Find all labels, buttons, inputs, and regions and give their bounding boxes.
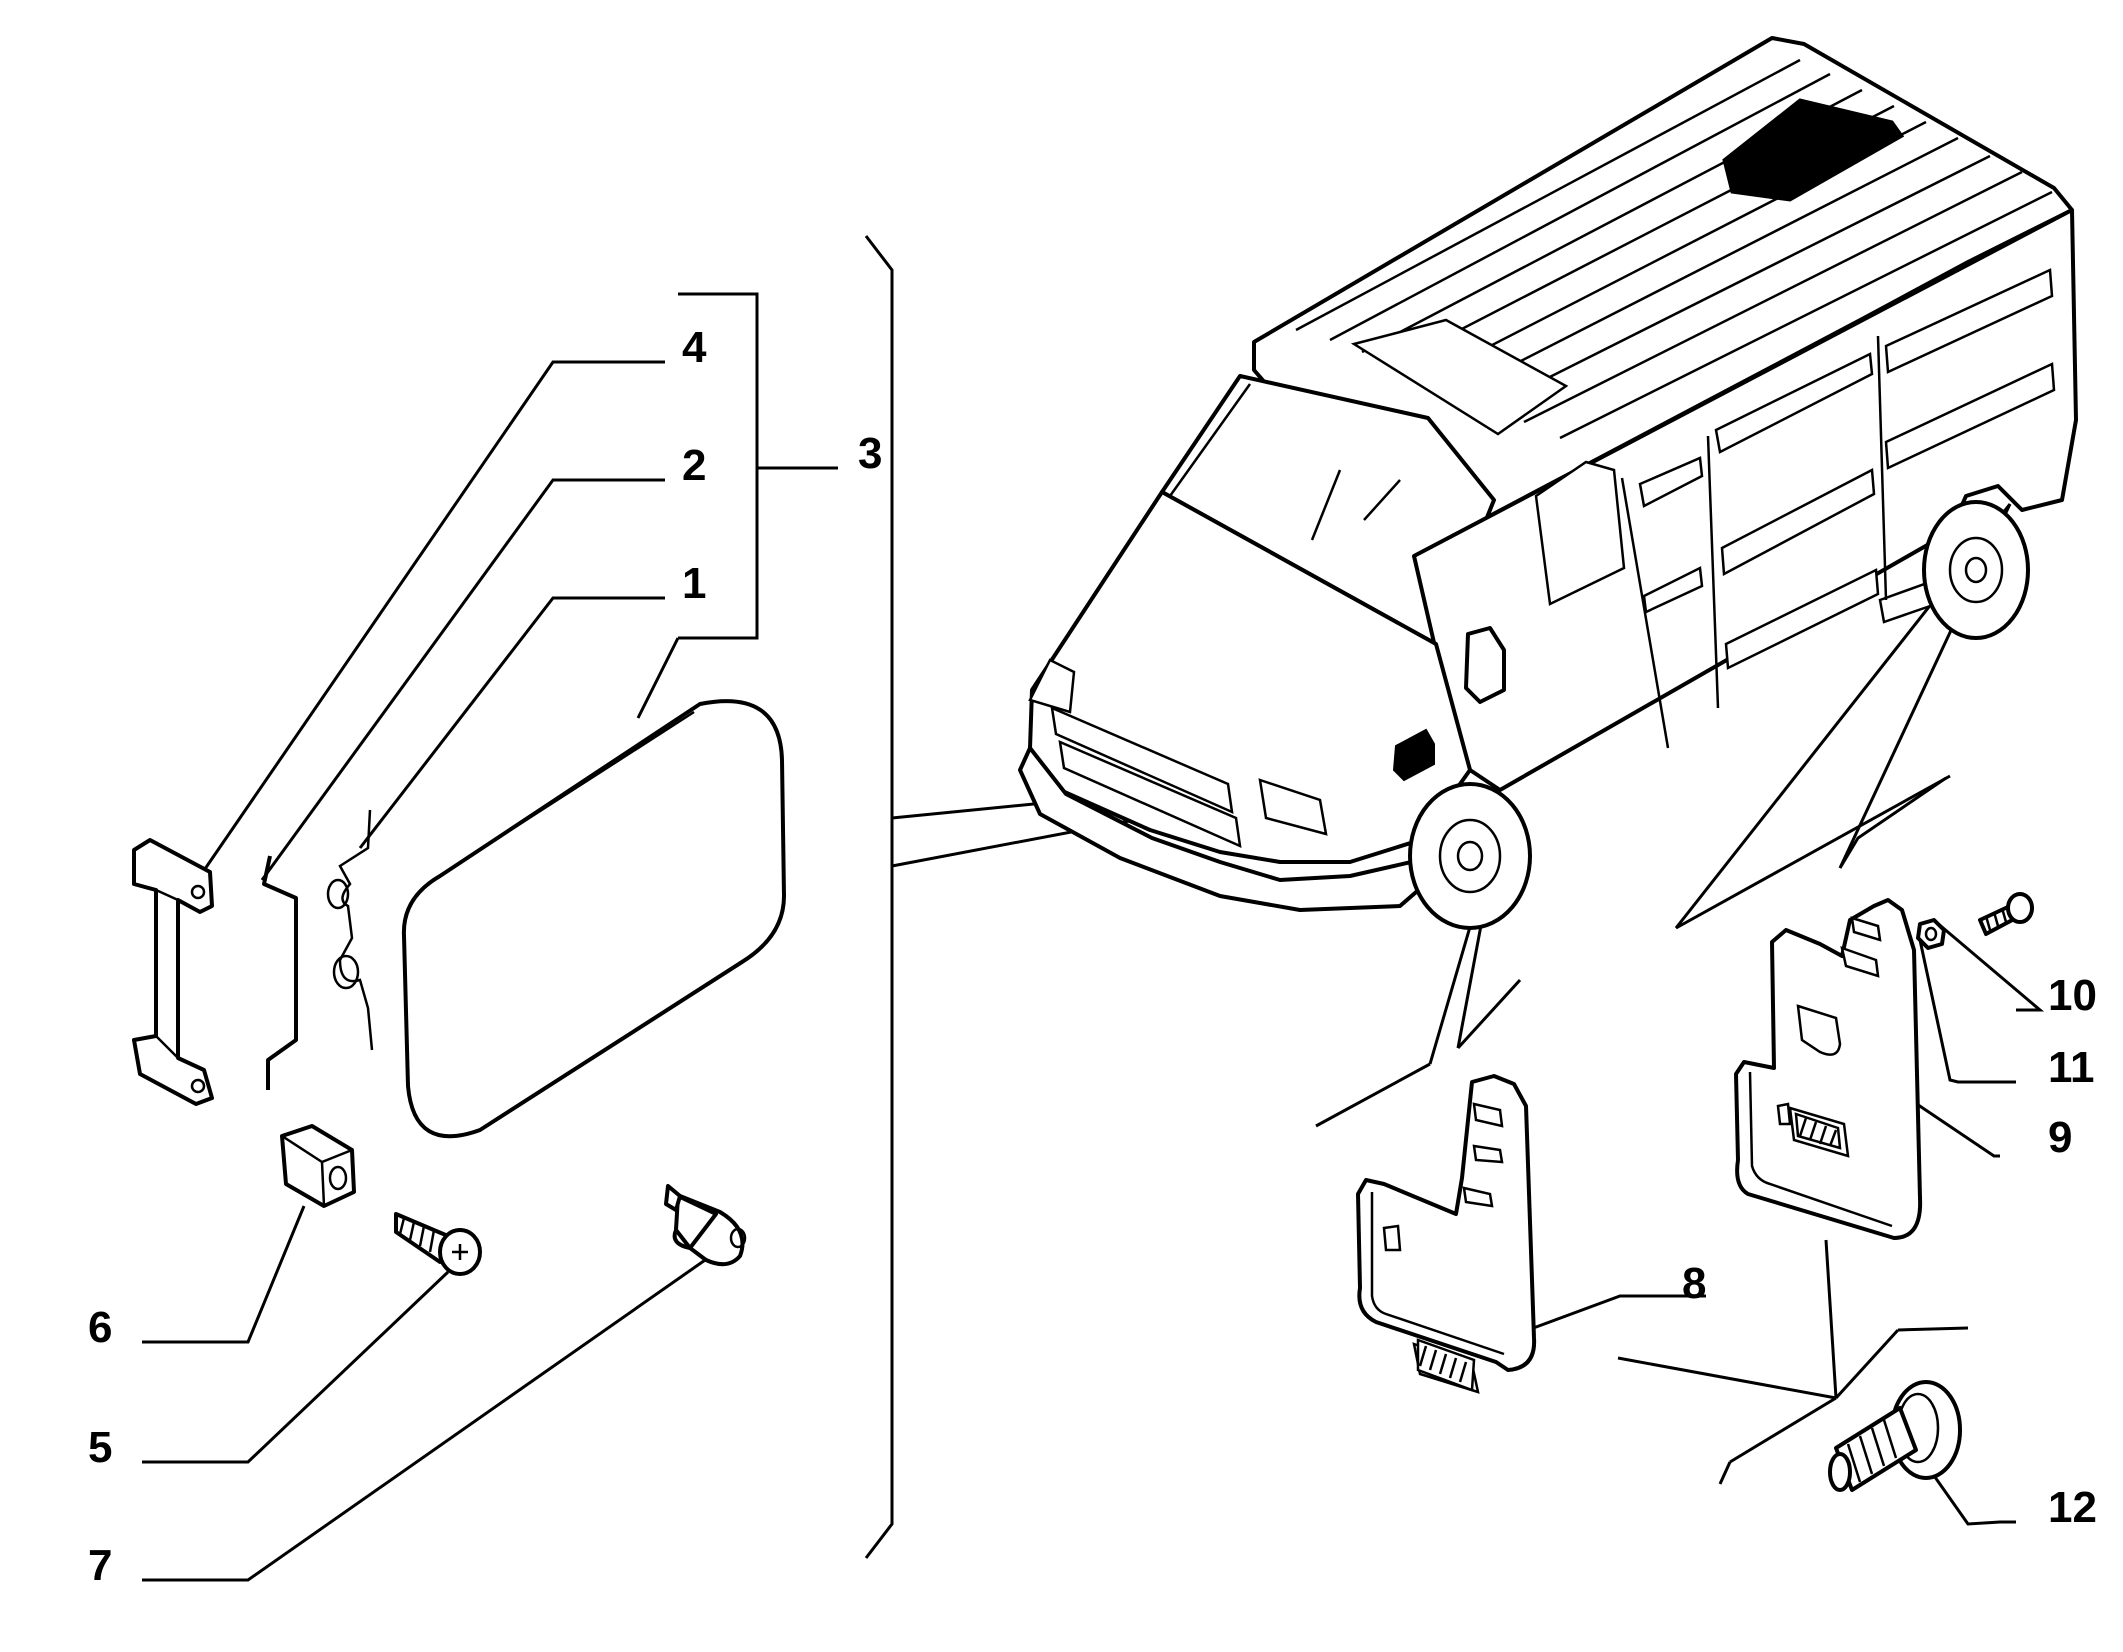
callout-2: 2 bbox=[682, 441, 706, 490]
callout-9: 9 bbox=[2048, 1113, 2072, 1162]
callout-6: 6 bbox=[88, 1303, 112, 1352]
fuel-flap-cover bbox=[401, 699, 786, 1139]
front-mudflap bbox=[1356, 1074, 1537, 1394]
callout-3: 3 bbox=[858, 429, 882, 478]
callout-labels: 4 2 1 3 6 5 7 8 9 10 11 12 bbox=[88, 323, 2097, 1590]
small-bolt bbox=[1978, 892, 2034, 936]
callout-7: 7 bbox=[88, 1541, 112, 1590]
hinge-bracket bbox=[132, 838, 214, 1106]
small-nut bbox=[1916, 918, 1946, 950]
wire-spring bbox=[262, 855, 298, 1090]
callout-5: 5 bbox=[88, 1423, 112, 1472]
spring-clip bbox=[326, 809, 374, 1051]
callout-8: 8 bbox=[1682, 1259, 1706, 1308]
large-screw bbox=[1828, 1380, 1962, 1492]
rubber-stop bbox=[664, 1184, 747, 1267]
leader-lines bbox=[142, 235, 2045, 1582]
callout-11: 11 bbox=[2048, 1043, 2095, 1092]
callout-1: 1 bbox=[682, 559, 706, 608]
callout-12: 12 bbox=[2048, 1483, 2097, 1532]
callout-10: 10 bbox=[2048, 971, 2097, 1020]
callout-4: 4 bbox=[682, 323, 707, 372]
rear-mudflap bbox=[1734, 898, 1923, 1240]
square-nut bbox=[280, 1124, 356, 1208]
van-illustration bbox=[1018, 36, 2078, 930]
self-tapping-screw bbox=[394, 1212, 482, 1276]
